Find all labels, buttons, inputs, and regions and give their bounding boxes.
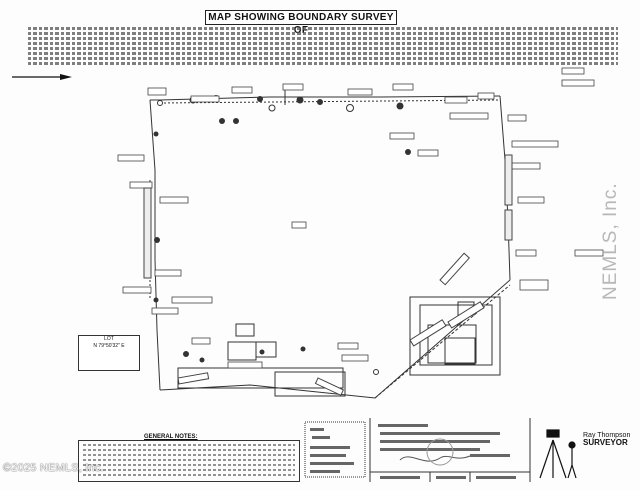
map-title: MAP SHOWING BOUNDARY SURVEY OF (205, 10, 397, 36)
north-arrow-icon (12, 74, 72, 80)
surveyor-signature (399, 455, 471, 462)
diagonal-labels (177, 252, 485, 396)
firm-subtitle: SURVEYOR (583, 438, 628, 447)
surveyor-firm: Ray Thompson SURVEYOR (583, 432, 631, 447)
surveyor-tripod-icon (539, 429, 577, 479)
firm-name: Ray Thompson (583, 432, 631, 439)
general-notes-heading: GENERAL NOTES: (144, 434, 198, 440)
lot-info-box: LOT N 79°50'32" E (78, 335, 140, 371)
surveyor-seal (426, 438, 454, 466)
watermark: NEMLS, Inc. (600, 182, 621, 300)
survey-monuments (153, 95, 411, 363)
title-block-text (310, 424, 516, 479)
general-notes (78, 440, 300, 482)
legal-description (28, 25, 618, 75)
boundary-lines (149, 86, 511, 399)
title-block-grid (304, 418, 531, 482)
vertical-strips (143, 154, 513, 279)
survey-points-open (157, 100, 379, 375)
callout-labels (117, 67, 604, 369)
copyright-notice: ©2025 NEMLS, Inc. (3, 462, 104, 474)
